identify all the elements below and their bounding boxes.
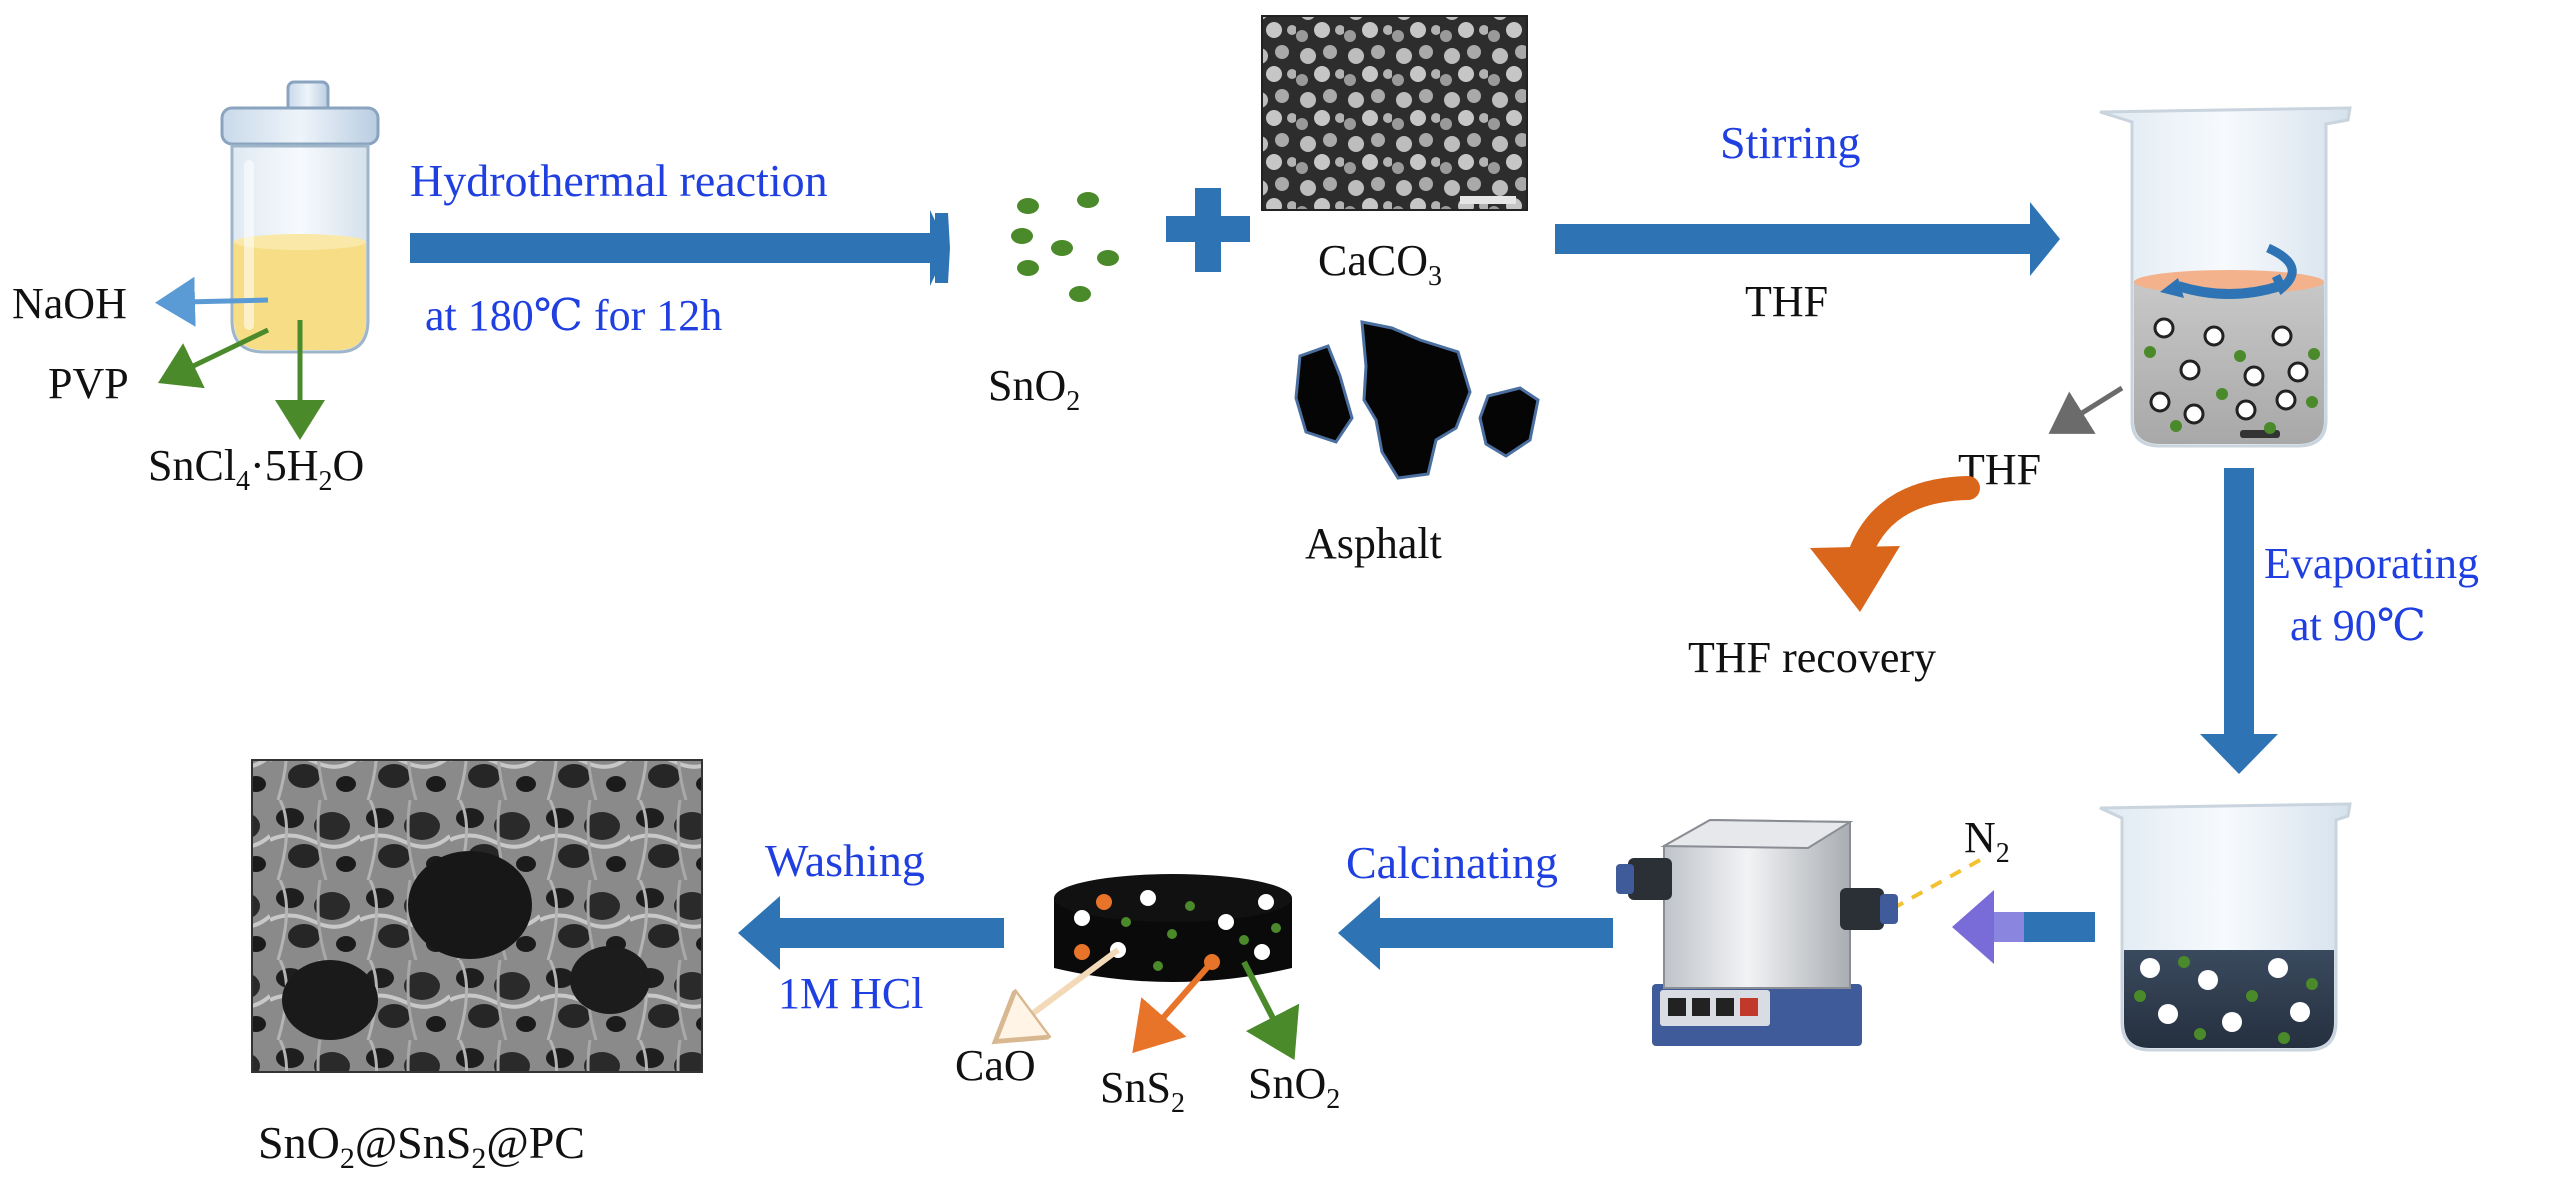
- asphalt-pieces: [1294, 320, 1540, 480]
- component-arrows: [1024, 947, 1300, 1061]
- sno2-particles: [1011, 192, 1119, 302]
- cao-label: CaO: [955, 1041, 1036, 1090]
- hydrothermal-arrow: [410, 210, 950, 286]
- thf-solvent-label: THF: [1745, 277, 1828, 326]
- sncl4-label: SnCl4·5H2O: [148, 441, 364, 497]
- asphalt-label: Asphalt: [1305, 519, 1442, 568]
- evaporating-temp-label: at 90℃: [2290, 601, 2426, 650]
- to-furnace-arrow: [1952, 890, 2095, 964]
- plus-icon: [1166, 188, 1250, 272]
- caco3-label: CaCO3: [1318, 236, 1442, 292]
- hydrothermal-label: Hydrothermal reaction: [410, 155, 828, 206]
- sno2-label: SnO2: [988, 361, 1080, 417]
- calcinating-label: Calcinating: [1346, 837, 1558, 888]
- pvp-label: PVP: [48, 359, 129, 408]
- stirring-arrow: [1555, 202, 2060, 276]
- thf-recovery-label: THF recovery: [1688, 633, 1936, 682]
- caco3-sem-image: [1261, 15, 1528, 211]
- autoclave-vessel: [220, 80, 380, 354]
- thf-outflow-arrow: [2048, 385, 2124, 434]
- calcinating-arrow: [1338, 896, 1613, 970]
- tube-furnace: [1616, 818, 1898, 1046]
- evaporating-label: Evaporating: [2264, 539, 2479, 588]
- sno2-component-label: SnO2: [1248, 1059, 1340, 1115]
- beaker-particles: [2144, 317, 2320, 434]
- product-sem-image: [251, 759, 703, 1073]
- hcl-label: 1M HCl: [778, 969, 923, 1018]
- stirring-label: Stirring: [1720, 117, 1861, 168]
- washing-label: Washing: [765, 835, 925, 886]
- washing-arrow: [738, 896, 1004, 970]
- temperature-time-label: at 180℃ for 12h: [425, 291, 722, 340]
- naoh-label: NaOH: [12, 279, 127, 328]
- dried-beaker: [2099, 802, 2352, 1052]
- thf-recovery-arrow: [1810, 476, 1980, 612]
- sns2-label: SnS2: [1100, 1063, 1185, 1119]
- calcined-composite: [1054, 874, 1292, 982]
- reagent-arrows: [155, 276, 325, 440]
- n2-label: N2: [1964, 813, 2010, 869]
- product-label: SnO2@SnS2@PC: [258, 1117, 585, 1175]
- evaporating-arrow: [2200, 468, 2278, 774]
